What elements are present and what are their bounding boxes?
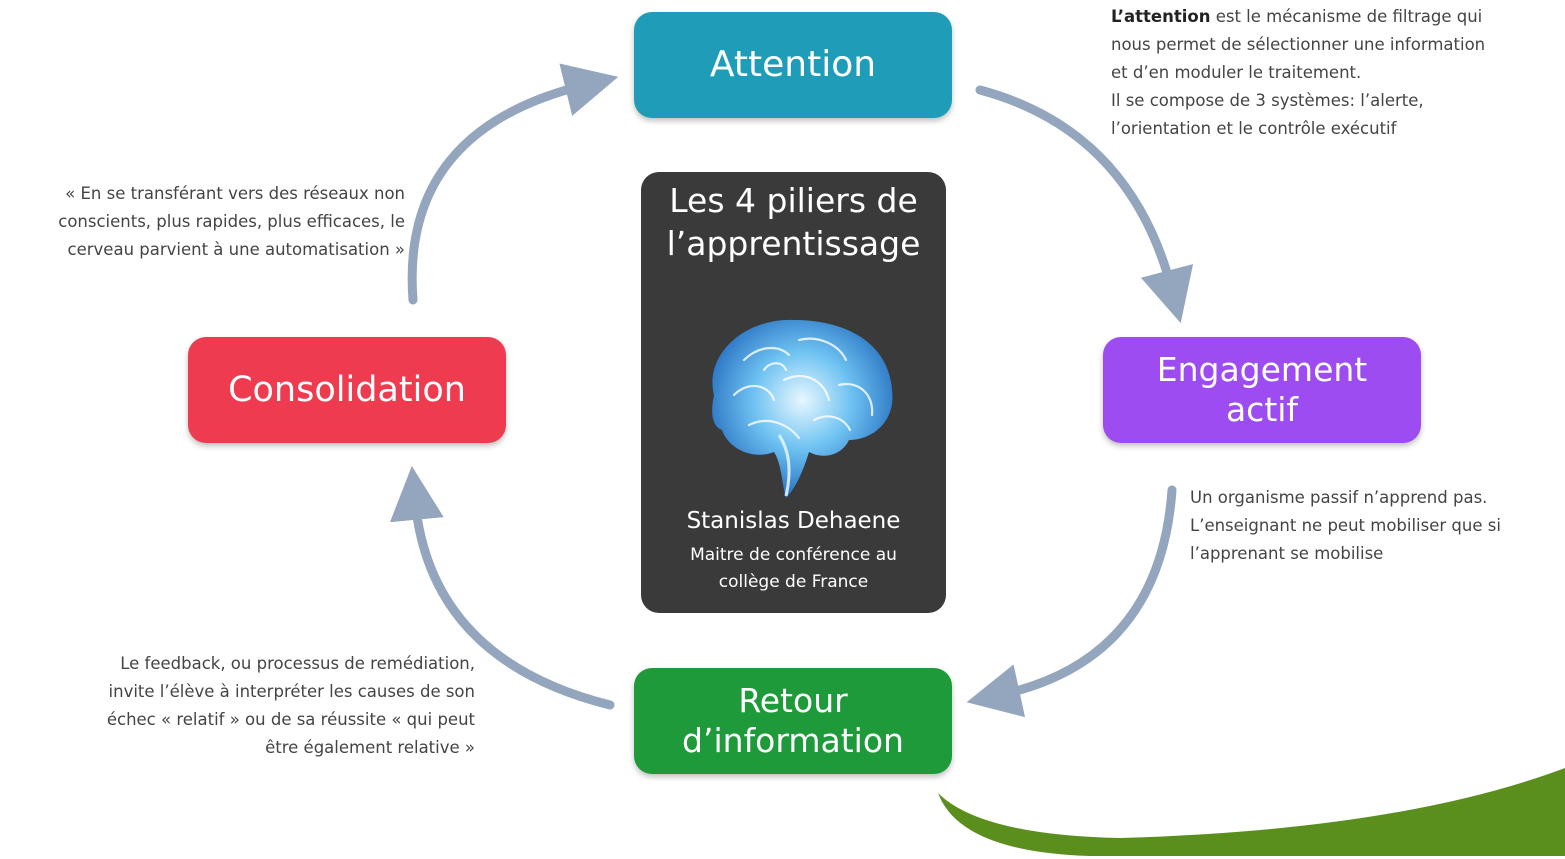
annotation-attention: L’attention est le mécanisme de filtrage…	[1111, 3, 1561, 143]
annotation-consolidation-line2: conscients, plus rapides, plus efficaces…	[58, 212, 405, 231]
node-attention-label: Attention	[709, 44, 877, 86]
arrow-consolidation-to-attention	[407, 63, 619, 305]
center-title-line1: Les 4 piliers de	[669, 181, 918, 220]
node-engagement-actif: Engagement actif	[1103, 337, 1421, 443]
annotation-engagement: Un organisme passif n’apprend pas. L’ens…	[1190, 484, 1560, 568]
center-title: Les 4 piliers de l’apprentissage	[641, 180, 946, 266]
annotation-engagement-line2: L’enseignant ne peut mobiliser que si	[1190, 516, 1501, 535]
annotation-attention-line2: nous permet de sélectionner une informat…	[1111, 35, 1486, 54]
annotation-retour-line1: Le feedback, ou processus de remédiation…	[120, 654, 475, 673]
annotation-retour-line4: être également relative »	[265, 738, 475, 757]
annotation-attention-line4: Il se compose de 3 systèmes: l’alerte,	[1111, 91, 1424, 110]
node-attention: Attention	[634, 12, 952, 118]
annotation-attention-line1: L’attention est le mécanisme de filtrage…	[1111, 3, 1561, 31]
annotation-attention-line3: et d’en moduler le traitement.	[1111, 63, 1362, 82]
node-retour-label-line2: d’information	[682, 721, 904, 760]
annotation-retour: Le feedback, ou processus de remédiation…	[30, 650, 475, 762]
node-engagement-label-line1: Engagement	[1156, 349, 1368, 389]
center-title-line2: l’apprentissage	[666, 223, 921, 263]
arrow-engagement-to-retour	[966, 485, 1177, 718]
node-consolidation-label: Consolidation	[228, 369, 466, 410]
arrow-attention-to-engagement	[975, 85, 1194, 324]
node-retour-information: Retour d’information	[634, 668, 952, 774]
annotation-engagement-line1: Un organisme passif n’apprend pas.	[1190, 488, 1488, 507]
arrow-retour-to-consolidation	[389, 465, 615, 710]
annotation-consolidation-line3: cerveau parvient à une automatisation »	[67, 240, 405, 259]
annotation-retour-line2: invite l’élève à interpréter les causes …	[108, 682, 475, 701]
center-role-line1: Maitre de conférence au	[690, 545, 897, 565]
center-panel: Les 4 piliers de l’apprentissage Stanisl…	[641, 172, 946, 613]
node-retour-label-line1: Retour	[738, 680, 848, 720]
center-role: Maitre de conférence au collège de Franc…	[641, 542, 946, 596]
node-engagement-label-line2: actif	[1225, 390, 1299, 429]
annotation-attention-line5: l’orientation et le contrôle exécutif	[1111, 119, 1397, 138]
center-role-line2: collège de France	[718, 572, 869, 593]
decorative-green-curve	[938, 768, 1565, 856]
annotation-retour-line3: échec « relatif » ou de sa réussite « qu…	[106, 710, 475, 729]
brain-icon	[712, 319, 893, 498]
node-consolidation: Consolidation	[188, 337, 506, 443]
annotation-engagement-line3: l’apprenant se mobilise	[1190, 544, 1384, 563]
annotation-consolidation: « En se transférant vers des réseaux non…	[5, 180, 405, 264]
annotation-attention-bold: L’attention	[1111, 7, 1211, 26]
annotation-consolidation-line1: « En se transférant vers des réseaux non	[65, 184, 405, 203]
center-author: Stanislas Dehaene	[686, 508, 901, 534]
annotation-attention-line1-rest: est le mécanisme de filtrage qui	[1210, 7, 1483, 26]
